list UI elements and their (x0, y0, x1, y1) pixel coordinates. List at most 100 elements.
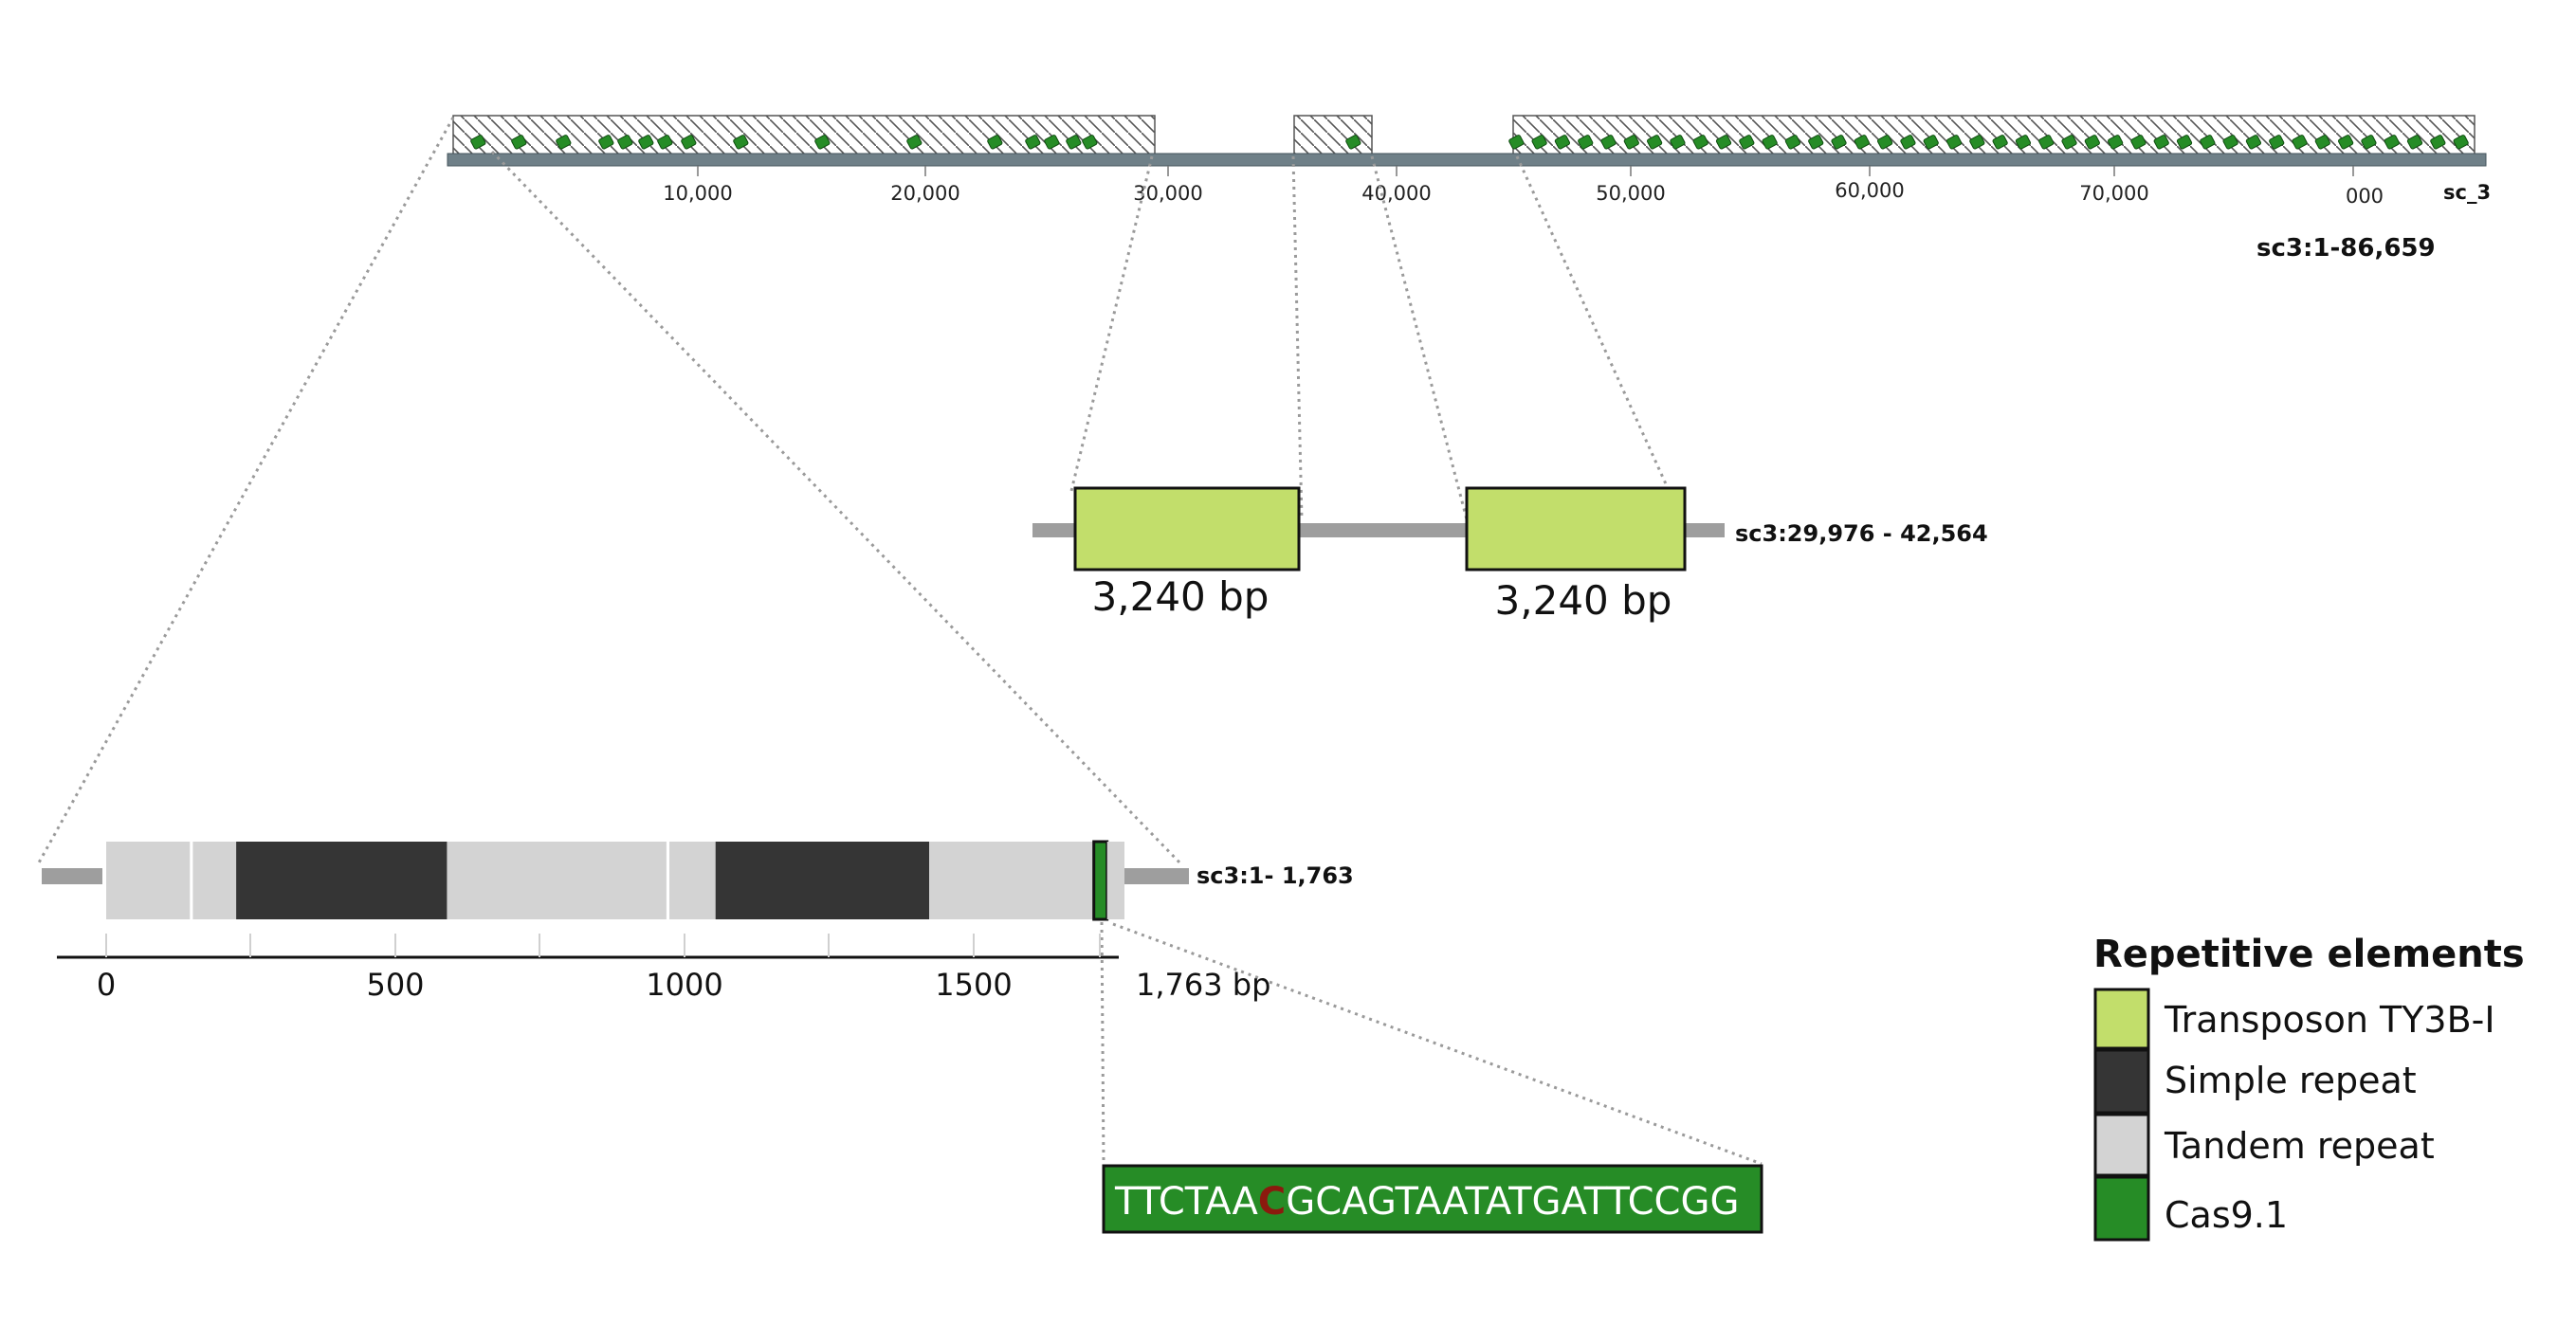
legend: Repetitive elements Transposon TY3B-I Si… (2093, 933, 2525, 1242)
connector-line (1100, 921, 1105, 1165)
cas9-site-marker (1831, 135, 1847, 150)
hatched-repeat-block (1512, 115, 2476, 157)
cas9-site-marker (638, 135, 654, 150)
connector-line (1515, 155, 1684, 520)
cas9-site-marker (1554, 135, 1571, 150)
cas9-site-marker (2108, 135, 2124, 150)
connector-line (36, 117, 455, 865)
cas9-site-marker (1345, 135, 1361, 150)
guide-sequence-box[interactable] (1102, 1164, 1763, 1234)
connector-line (490, 150, 1183, 866)
cas9-site-marker (2269, 135, 2285, 150)
cas9-site-marker (470, 135, 486, 150)
cas9-site-marker (2084, 135, 2100, 150)
genome-axis-ticks (697, 166, 2354, 176)
simple-repeat-segment[interactable] (236, 842, 448, 919)
hatched-repeat-block (1293, 115, 1373, 157)
transposon-element[interactable] (1465, 486, 1687, 572)
legend-label: Transposon TY3B-I (2164, 999, 2495, 1041)
cas9-site-marker (556, 135, 572, 150)
connector-line (1370, 155, 1469, 520)
cas9-site-marker (733, 135, 749, 150)
cas9-site-marker (1715, 135, 1732, 150)
guide-sequence-suffix: GCAGTAATATGATTCCGG (1286, 1180, 1739, 1224)
cas9-site-marker (1992, 135, 2008, 150)
cas9-site-marker (2061, 135, 2077, 150)
cas9-site-marker (1739, 135, 1755, 150)
guide-sequence-highlight: C (1258, 1180, 1286, 1224)
cas9-site-marker (2338, 135, 2354, 150)
cas9-site-marker (2453, 135, 2469, 150)
legend-label: Cas9.1 (2165, 1194, 2288, 1236)
genome-tick-label: 70,000 (2079, 182, 2148, 205)
zoom-connectors (36, 117, 1763, 1166)
cas9-site-marker (1762, 135, 1778, 150)
transposon-element[interactable] (1073, 486, 1301, 572)
tandem-repeat-segment[interactable] (929, 842, 1094, 919)
scaffold-backbone (447, 153, 2487, 167)
cas9-target-segment[interactable] (1092, 840, 1109, 921)
genome-tick-label: 50,000 (1596, 182, 1665, 205)
cas9-site-marker (1044, 135, 1060, 150)
cas9-site-marker (987, 135, 1003, 150)
cas9-site-marker (906, 135, 923, 150)
repeat-tick-label: 0 (97, 967, 116, 1003)
cas9-site-marker (511, 135, 527, 150)
genome-axis-end-label: sc_3 (2443, 181, 2491, 204)
tandem-repeat-segment[interactable] (447, 842, 667, 919)
cas9-site-marker (2222, 135, 2238, 150)
repeat-tick-label: 1000 (646, 967, 722, 1003)
cas9-site-marker (617, 135, 633, 150)
repeat-tick-label: 1500 (935, 967, 1012, 1003)
cas9-site-marker (1900, 135, 1916, 150)
transposon-region: 3,240 bp 3,240 bp sc3:29,976 - 42,564 (1032, 486, 1988, 624)
tandem-repeat-segment[interactable] (106, 842, 191, 919)
tandem-repeat-segment[interactable] (192, 842, 237, 919)
cas9-site-marker (1623, 135, 1639, 150)
cas9-site-marker (1082, 135, 1098, 150)
cas9-site-markers (470, 135, 2469, 150)
legend-label: Simple repeat (2165, 1060, 2417, 1101)
repeat-region-label: sc3:1- 1,763 (1197, 862, 1354, 889)
genome-tick-label: 20,000 (890, 182, 959, 205)
cas9-site-marker (598, 135, 614, 150)
cas9-site-marker (1969, 135, 1985, 150)
cas9-site-marker (1692, 135, 1708, 150)
cas9-site-marker (2200, 135, 2216, 150)
guide-sequence: TTCTAACGCAGTAATATGATTCCGG (1102, 1164, 1763, 1234)
cas9-site-marker (681, 135, 697, 150)
cas9-site-marker (1600, 135, 1617, 150)
cas9-site-marker (2361, 135, 2377, 150)
cas9-site-marker (2153, 135, 2169, 150)
genome-tick-label: 30,000 (1133, 182, 1202, 205)
repeat-tick-label: 1,763 bp (1136, 967, 1270, 1003)
cas9-site-marker (1923, 135, 1939, 150)
simple-repeat-segment[interactable] (715, 842, 930, 919)
cas9-site-marker (1808, 135, 1824, 150)
transposon-size-label: 3,240 bp (1092, 573, 1270, 620)
genome-track: 10,000 20,000 30,000 40,000 50,000 60,00… (447, 115, 2491, 263)
repeat-tick-label: 500 (366, 967, 424, 1003)
tandem-repeat-segment[interactable] (669, 842, 716, 919)
cas9-site-marker (1531, 135, 1547, 150)
cas9-site-marker (2430, 135, 2446, 150)
legend-swatch-cas9 (2093, 1175, 2150, 1242)
cas9-site-marker (2130, 135, 2147, 150)
cas9-site-marker (1578, 135, 1594, 150)
legend-swatch-simple-repeat (2093, 1048, 2150, 1115)
legend-swatch-tandem-repeat (2093, 1113, 2150, 1177)
scaffold-label: sc3:1-86,659 (2256, 234, 2436, 263)
genome-tick-label: 10,000 (663, 182, 732, 205)
region-backbone-right (1124, 868, 1189, 884)
cas9-site-marker (2292, 135, 2308, 150)
connector-line (1069, 155, 1154, 492)
legend-swatch-transposon (2093, 988, 2150, 1050)
genome-tick-label: 60,000 (1835, 179, 1904, 202)
repeat-segments (106, 840, 1124, 921)
cas9-site-marker (2406, 135, 2423, 150)
tandem-repeat-segment[interactable] (1106, 842, 1124, 919)
region-backbone-left (42, 868, 102, 884)
cas9-site-marker (1508, 135, 1525, 150)
connector-line (1112, 922, 1763, 1166)
